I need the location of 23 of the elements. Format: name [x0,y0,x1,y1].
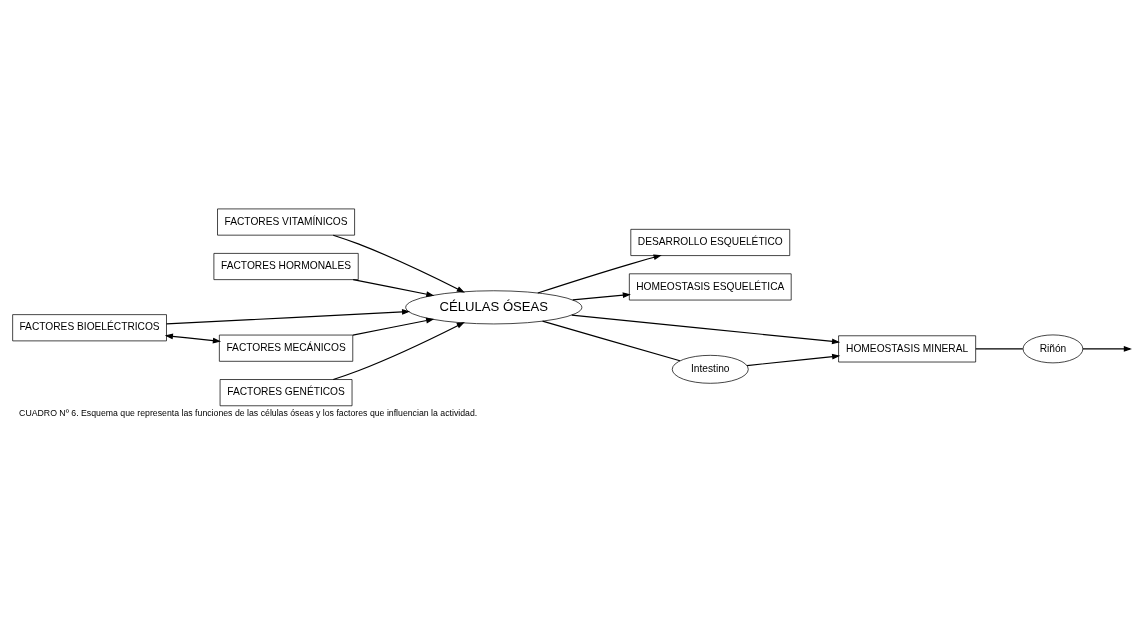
arrow [352,317,435,336]
arrow [165,309,411,325]
node-box: DESARROLLO ESQUELÉTICO [630,228,791,256]
node-box: FACTORES HORMONALES [213,253,359,280]
node-ellipse: Intestino [671,354,749,384]
arrow [352,279,435,297]
arrow [537,254,662,294]
arrow [164,333,222,344]
connector [541,320,681,362]
node-box: FACTORES GENÉTICOS [219,379,353,407]
node-box: HOMEOSTASIS ESQUELÉTICA [628,273,792,301]
node-box: HOMEOSTASIS MINERAL [838,335,977,363]
arrow [571,314,841,345]
arrow [1082,346,1132,352]
arrow [746,353,841,367]
node-box: FACTORES VITAMÍNICOS [217,208,355,236]
connector [975,348,1024,350]
node-box: FACTORES MECÁNICOS [219,334,354,362]
arrow [332,322,465,381]
caption: CUADRO Nº 6. Esquema que representa las funciones de las células óseas y los factores que influencian la actividad. [19,407,478,418]
node-box: FACTORES BIOELÉCTRICOS [12,314,167,342]
node-ellipse: Riñón [1022,334,1084,364]
arrow [572,292,631,301]
